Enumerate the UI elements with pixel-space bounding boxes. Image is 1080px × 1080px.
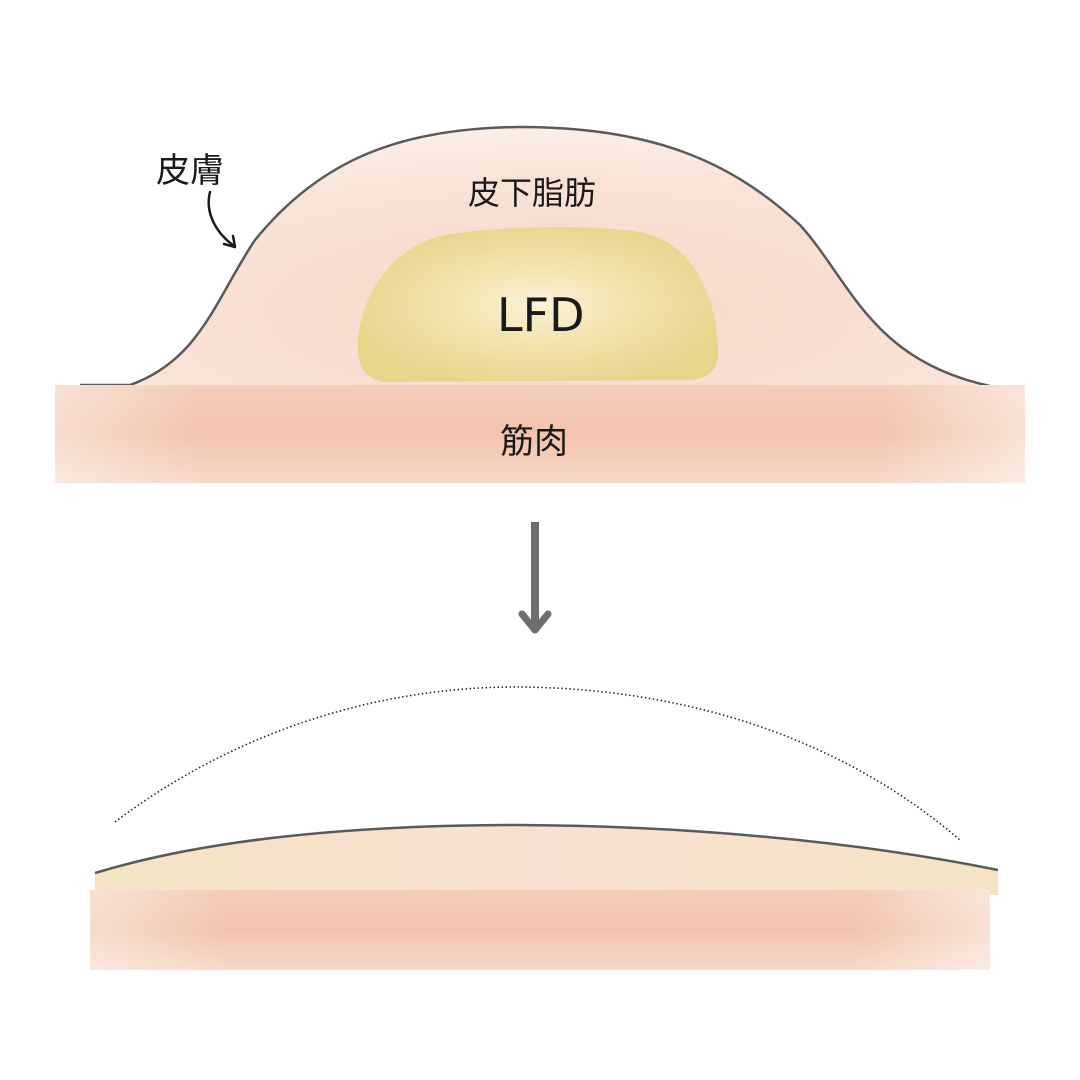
down-arrow-head bbox=[518, 610, 552, 634]
lfd-label: LFD bbox=[497, 288, 585, 342]
previous-contour-dotted bbox=[114, 686, 961, 841]
muscle-layer-after-shading bbox=[90, 890, 990, 970]
skin-outline bbox=[80, 125, 991, 388]
muscle-layer-shading bbox=[55, 385, 1025, 483]
skin-pointer-arrowhead bbox=[222, 234, 237, 249]
lfd-fat-deposit bbox=[357, 227, 719, 382]
flattened-skin-outline bbox=[94, 823, 999, 875]
subcutaneous-fat-label: 皮下脂肪 bbox=[468, 174, 597, 212]
flattened-fat-layer bbox=[95, 825, 998, 895]
skin-pointer-arrow bbox=[207, 190, 236, 248]
skin-label: 皮膚 bbox=[156, 151, 224, 191]
muscle-label: 筋肉 bbox=[500, 422, 568, 462]
